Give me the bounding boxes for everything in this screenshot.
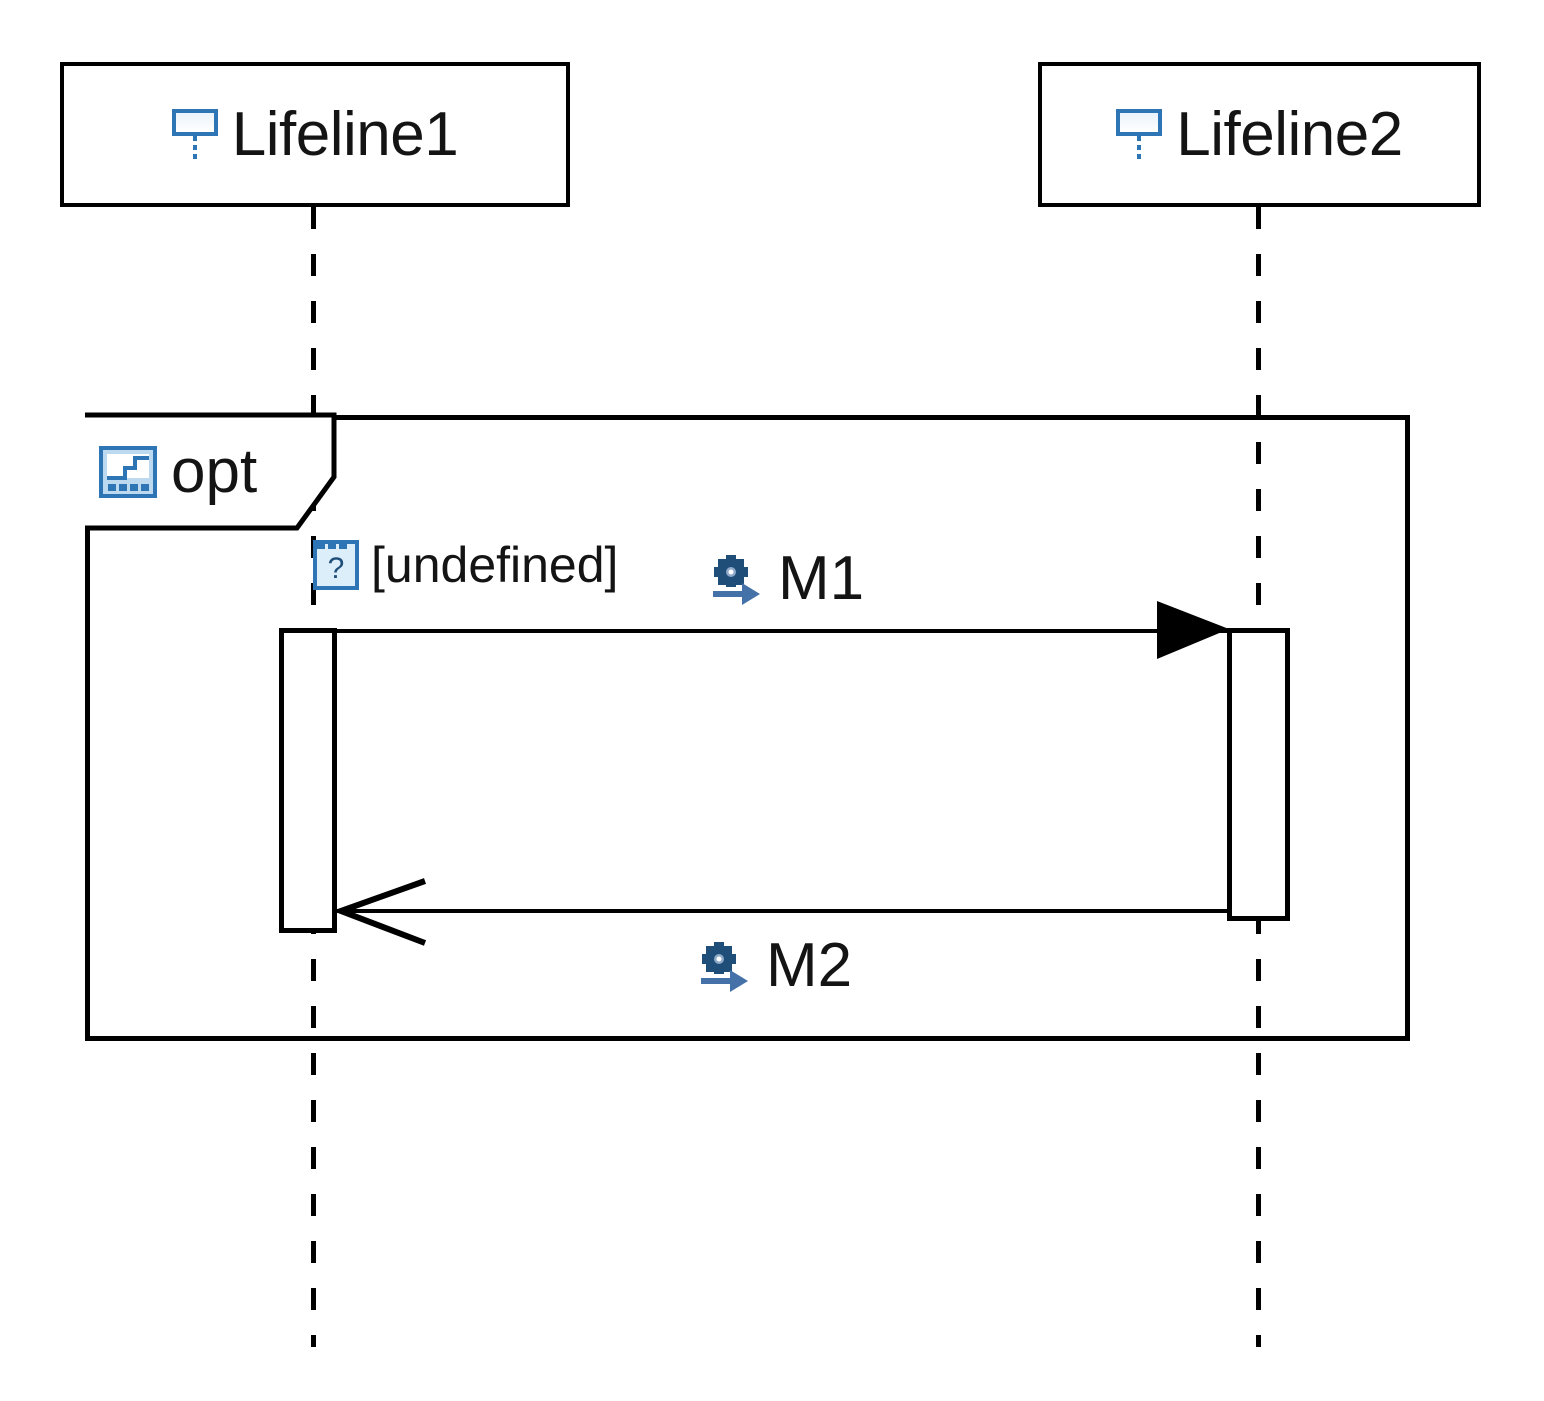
fragment-icon [99, 445, 157, 498]
guard-condition-icon: ? [313, 540, 359, 590]
message-icon [712, 553, 768, 605]
lifeline-label-lifeline2: Lifeline2 [1176, 99, 1403, 169]
lifeline-head-lifeline1[interactable]: Lifeline1 [60, 62, 570, 207]
fragment-operator-label[interactable]: opt [85, 412, 337, 531]
activation-bar-lifeline2[interactable] [1227, 628, 1290, 921]
message-line-m2[interactable] [337, 909, 1229, 913]
fragment-pentagon-outline [85, 412, 337, 531]
message-line-m1[interactable] [337, 629, 1229, 633]
fragment-operator-text: opt [171, 436, 258, 506]
svg-text:?: ? [328, 552, 345, 585]
lifeline-icon [171, 107, 218, 163]
combined-fragment-opt[interactable] [85, 415, 1410, 1041]
guard-condition-text: [undefined] [371, 537, 619, 593]
lifeline-icon-box [1116, 108, 1163, 136]
message-arrowhead-m2-open [332, 878, 427, 946]
lifeline-label-lifeline1: Lifeline1 [231, 99, 459, 169]
guard-condition[interactable]: ? [undefined] [313, 540, 618, 590]
lifeline-icon [1116, 107, 1163, 163]
lifeline-icon-stem [192, 135, 197, 163]
message-label-m2[interactable]: M2 [700, 935, 852, 997]
message-arrowhead-m1-filled [1157, 601, 1229, 659]
lifeline-icon-stem [1137, 135, 1142, 163]
lifeline-icon-box [171, 108, 218, 136]
activation-bar-lifeline1[interactable] [279, 628, 337, 933]
lifeline-head-lifeline2[interactable]: Lifeline2 [1038, 62, 1481, 207]
message-label-m1[interactable]: M1 [712, 548, 864, 610]
message-text-m2: M2 [766, 931, 853, 1000]
message-text-m1: M1 [778, 544, 865, 613]
message-icon [700, 940, 756, 992]
